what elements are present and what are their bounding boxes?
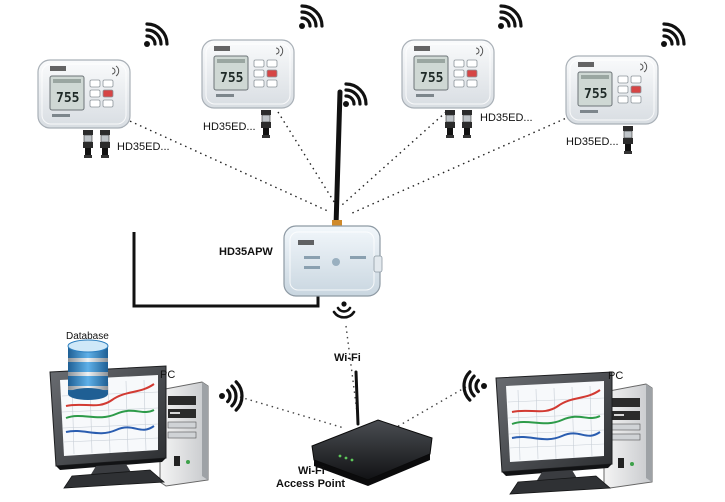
pc-left (49, 339, 252, 489)
wifi-signal-icon (216, 378, 252, 414)
wireless-links (109, 111, 581, 215)
lcd-display-icon (565, 55, 659, 125)
logger-3-label: HD35ED... (480, 112, 533, 124)
monitor-chart-icon (495, 371, 613, 495)
pc-right (454, 368, 653, 495)
wifi-signal-icon (496, 4, 523, 31)
wifi-signal-icon (659, 22, 686, 49)
wifi-signal-icon (341, 82, 368, 109)
lcd-display-icon (401, 39, 495, 109)
database-label: Database (66, 331, 109, 342)
pc-right-label: PC (608, 370, 623, 382)
access-point-label-line2: Access Point (276, 478, 345, 490)
computer-tower-icon (159, 381, 209, 487)
wifi-links (239, 325, 467, 429)
pc-left-label: PC (160, 369, 175, 381)
logger-1 (37, 22, 169, 159)
router-icon (311, 370, 433, 486)
wifi-signal-icon (142, 22, 169, 49)
logger-2 (201, 4, 324, 139)
lcd-display-icon (37, 59, 131, 129)
lcd-display-icon (201, 39, 295, 109)
wifi-signal-icon (332, 301, 356, 319)
logger-4 (565, 22, 686, 155)
wifi-signal-icon (454, 368, 490, 404)
wifi-signal-icon (297, 4, 324, 31)
logger-4-label: HD35ED... (566, 136, 619, 148)
network-cable (132, 232, 320, 308)
access-point-label-line1: Wi-Fi (298, 465, 325, 477)
base-station (283, 82, 383, 319)
wifi-label: Wi-Fi (334, 352, 361, 364)
database-icon (67, 339, 109, 400)
base-station-label: HD35APW (219, 246, 273, 258)
logger-1-label: HD35ED... (117, 141, 170, 153)
logger-2-label: HD35ED... (203, 121, 256, 133)
